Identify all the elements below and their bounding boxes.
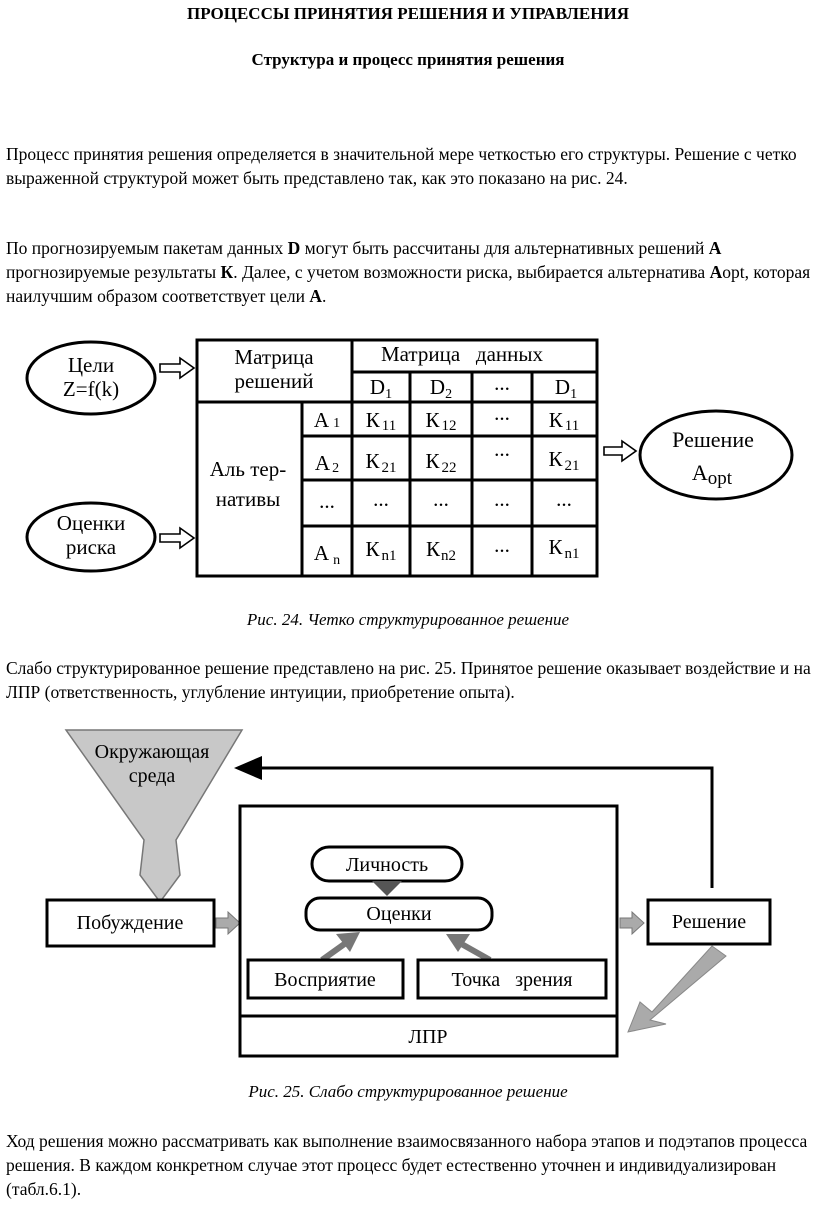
decision-to-dm-arrow-icon	[627, 945, 727, 1033]
decision-arrow-icon	[619, 910, 645, 936]
goals-label-line2: Z=f(k)	[63, 377, 119, 401]
environment-label-line1: Окружающая	[95, 741, 210, 763]
personality-arrow-icon	[372, 881, 402, 896]
goals-arrow-icon	[159, 356, 196, 380]
figure-24-caption: Рис. 24. Четко структурированное решение	[246, 610, 570, 629]
decision-box	[646, 898, 772, 946]
viewpoint-label: Точка зрения	[452, 969, 573, 991]
row-label-3: ...	[319, 489, 335, 513]
decision-label: Решение	[672, 911, 746, 933]
risk-label-line1: Оценки	[57, 511, 125, 535]
table-cell: ...	[556, 487, 572, 511]
feedback-arrow-icon	[234, 756, 262, 780]
risk-ellipse	[25, 501, 157, 573]
viewpoint-box	[416, 958, 608, 1000]
perception-box	[246, 958, 405, 1000]
evaluations-box	[304, 896, 494, 932]
decision-label-line2: Aopt	[692, 460, 733, 489]
header-cell-3: ...	[494, 371, 510, 395]
perception-arrow-icon	[336, 932, 360, 952]
dm-label: ЛПР	[408, 1026, 447, 1048]
table-cell: ...	[494, 487, 510, 511]
figure-25-weak-decision: Окружающая среда Побуждение ЛПР Личность…	[45, 729, 772, 1058]
motivation-label: Побуждение	[77, 912, 184, 934]
decision-matrix-label-line1: Матрица	[234, 345, 314, 369]
environment-funnel-icon	[64, 729, 244, 904]
motivation-box	[45, 898, 216, 948]
page-heading: ПРОЦЕССЫ ПРИНЯТИЯ РЕШЕНИЯ И УПРАВЛЕНИЯ	[187, 4, 629, 23]
paragraph-process-stages: Ход решения можно рассматривать как выпо…	[6, 1131, 808, 1199]
table-cell: Кn2	[426, 537, 456, 564]
header-cell-1: D1	[370, 375, 392, 402]
section-subheading: Структура и процесс принятия решения	[251, 50, 565, 69]
table-cell: ...	[494, 533, 510, 557]
risk-arrow-icon	[159, 526, 196, 550]
paragraph-structure: Процесс принятия решения определяется в …	[6, 144, 797, 188]
decision-label-line1: Решение	[672, 427, 754, 452]
paragraph-data-packages: По прогнозируемым пакетам данных D могут…	[6, 238, 811, 306]
decision-matrix-label-line2: решений	[234, 369, 313, 393]
decision-arrow-icon	[603, 439, 638, 463]
environment-label-line2: среда	[129, 765, 176, 787]
personality-label: Личность	[346, 854, 428, 876]
data-matrix-label: Матрица данных	[381, 342, 544, 366]
alternatives-label-line1: Аль тер-	[210, 457, 286, 481]
table-cell: ...	[433, 487, 449, 511]
feedback-line	[262, 766, 714, 888]
figure-25-caption: Рис. 25. Слабо структурированное решение	[248, 1082, 568, 1101]
viewpoint-arrow-line	[456, 939, 492, 963]
alternatives-label-line2: нативы	[216, 487, 280, 511]
header-cell-4: D1	[555, 375, 577, 402]
dm-box	[238, 1014, 619, 1058]
paragraph-weak-structure: Слабо структурированное решение представ…	[6, 658, 811, 702]
table-cell: ...	[494, 437, 510, 461]
risk-label-line2: риска	[66, 535, 117, 559]
table-cell: ...	[373, 487, 389, 511]
figure-24-structured-decision: Цели Z=f(k) Оценки риска Матрица решений…	[25, 338, 794, 578]
viewpoint-arrow-icon	[446, 934, 470, 952]
evaluations-label: Оценки	[366, 903, 431, 925]
decision-ellipse	[638, 409, 794, 501]
perception-label: Восприятие	[274, 969, 376, 991]
goals-ellipse	[25, 340, 157, 416]
goals-label-line1: Цели	[68, 353, 114, 377]
table-cell: ...	[494, 401, 510, 425]
decision-matrix-border	[195, 338, 599, 578]
motivation-arrow-icon	[215, 910, 241, 936]
header-cell-2: D2	[430, 375, 452, 402]
